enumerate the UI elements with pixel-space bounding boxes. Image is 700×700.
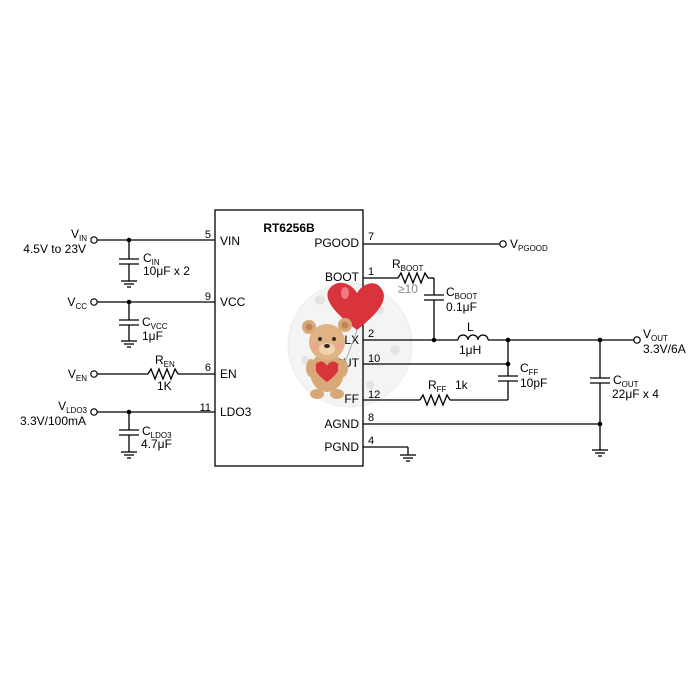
- vcc-terminal: [90, 298, 98, 306]
- cout-label: COUT: [613, 373, 639, 389]
- inductor-value: 1μH: [459, 343, 481, 357]
- pin-num-vin: 5: [205, 229, 211, 241]
- ren-resistor: [147, 367, 179, 381]
- vpgood-label: VPGOOD: [510, 237, 548, 253]
- vin-net: [90, 236, 215, 288]
- pin-name-pgnd: PGND: [324, 440, 359, 454]
- cldo3-label: CLDO3: [142, 424, 172, 440]
- pin-num-pgood: 7: [368, 231, 374, 243]
- pin-num-pgnd: 4: [368, 435, 374, 447]
- chip-name: RT6256B: [263, 221, 315, 235]
- cldo3-value: 4.7μF: [141, 437, 172, 451]
- pin-num-boot: 1: [368, 266, 374, 278]
- cvcc-value: 1μF: [142, 329, 163, 343]
- cin-label: CIN: [143, 251, 160, 267]
- inductor-l: [457, 334, 489, 341]
- cff-label: CFF: [520, 361, 539, 377]
- vout-spec: 3.3V/6A: [643, 342, 686, 356]
- pin-name-agnd: AGND: [324, 417, 359, 431]
- pin-num-en: 6: [205, 362, 211, 374]
- pin-name-boot: BOOT: [325, 270, 360, 284]
- ven-label: VEN: [68, 367, 87, 383]
- vout-label: VOUT: [643, 327, 668, 343]
- rff-label: RFF: [428, 378, 447, 394]
- vin-label: VIN: [71, 227, 87, 243]
- vin-range: 4.5V to 23V: [23, 242, 86, 256]
- rboot-label: RBOOT: [392, 257, 423, 273]
- cboot-value: 0.1μF: [446, 300, 477, 314]
- pin-name-vcc: VCC: [220, 295, 246, 309]
- ren-value: 1K: [157, 379, 172, 393]
- pin-num-agnd: 8: [368, 412, 374, 424]
- pin-num-ff: 12: [368, 389, 380, 401]
- rboot-resistor: [397, 271, 429, 285]
- vcc-label: VCC: [67, 295, 87, 311]
- vin-terminal: [90, 236, 98, 244]
- vldo3-spec: 3.3V/100mA: [20, 414, 86, 428]
- inductor-label: L: [467, 320, 474, 334]
- vout-feedback-net: [363, 340, 518, 400]
- pin-name-lx: LX: [344, 333, 359, 347]
- pin-num-vout: 10: [368, 353, 380, 365]
- vldo3-terminal: [90, 408, 98, 416]
- ren-label: REN: [155, 353, 175, 369]
- vout-terminal: [633, 336, 641, 344]
- pin-name-pgood: PGOOD: [314, 236, 359, 250]
- vpgood-terminal: [499, 240, 507, 248]
- teddy-bear-with-heart-icon: [302, 282, 384, 399]
- pin-name-en: EN: [220, 367, 237, 381]
- pin-num-ldo3: 11: [200, 402, 211, 414]
- pin-name-vin: VIN: [220, 234, 240, 248]
- pgnd-net: [363, 446, 416, 462]
- cout-net: [590, 340, 610, 457]
- pin-name-ldo3: LDO3: [220, 405, 252, 419]
- ven-terminal: [90, 370, 98, 378]
- ff-net: [363, 393, 508, 407]
- vcc-net: [90, 298, 215, 348]
- cvcc-label: CVCC: [142, 315, 168, 331]
- ic-body: [214, 209, 364, 467]
- pgood-net: [363, 240, 507, 248]
- vldo3-label: VLDO3: [58, 399, 87, 415]
- cout-value: 22μF x 4: [612, 387, 659, 401]
- rff-resistor: [419, 393, 451, 407]
- pin-name-ff: FF: [344, 392, 359, 406]
- cin-value: 10μF x 2: [143, 264, 190, 278]
- cff-value: 10pF: [520, 376, 547, 390]
- lx-net: [363, 334, 641, 344]
- ven-net: [90, 367, 215, 381]
- cboot-label: CBOOT: [446, 285, 477, 301]
- boot-net: [363, 271, 444, 340]
- rff-value: 1k: [455, 378, 469, 392]
- ldo3-net: [90, 408, 215, 459]
- rboot-value: ≥10: [398, 282, 418, 296]
- pin-num-lx: 2: [368, 328, 374, 340]
- pin-num-vcc: 9: [205, 291, 211, 303]
